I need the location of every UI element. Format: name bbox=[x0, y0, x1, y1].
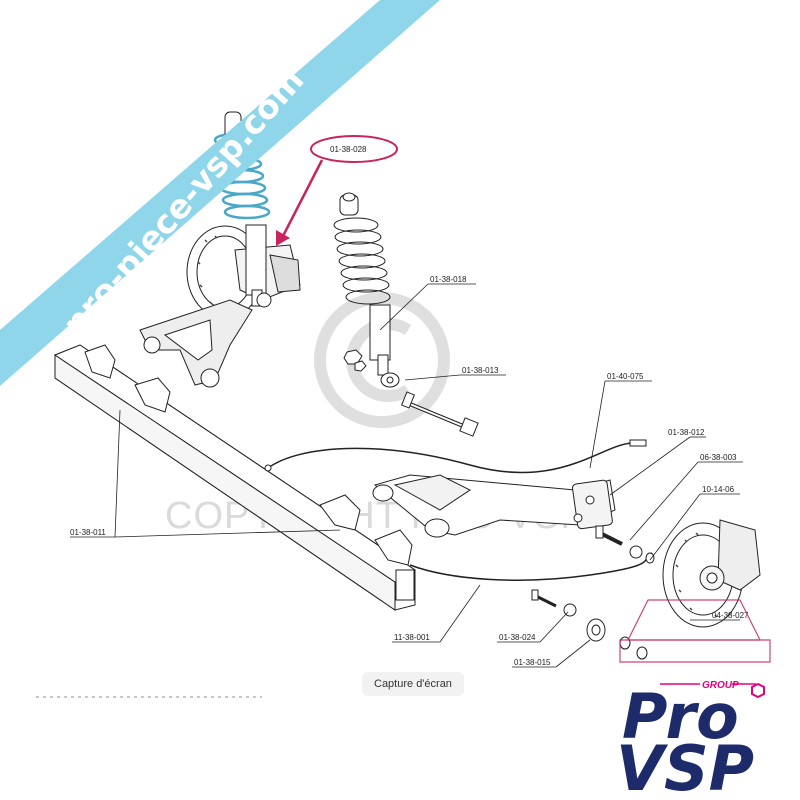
right-brake-hub bbox=[662, 519, 761, 628]
axle-beam bbox=[53, 344, 416, 611]
part-label-01-38-015: 01-38-015 bbox=[514, 658, 551, 667]
part-label-10-14-06: 10-14-06 bbox=[702, 485, 735, 494]
center-shock-absorber bbox=[333, 192, 479, 437]
logo-group-text: GROUP bbox=[702, 680, 739, 691]
logo-vsp-text: VSP bbox=[616, 732, 754, 800]
banner-text: pro-piece-vsp.com bbox=[55, 60, 312, 343]
pro-vsp-logo: GROUP Pro VSP bbox=[616, 599, 771, 800]
part-label-01-38-024: 01-38-024 bbox=[499, 633, 536, 642]
left-shock-assembly bbox=[139, 111, 301, 388]
part-labels: 01-38-028 01-38-018 01-38-013 01-40-075 … bbox=[70, 145, 749, 667]
part-label-01-40-075: 01-40-075 bbox=[607, 372, 644, 381]
trailing-arm bbox=[264, 439, 655, 660]
part-label-01-38-018: 01-38-018 bbox=[430, 275, 467, 284]
part-label-01-38-012: 01-38-012 bbox=[668, 428, 705, 437]
leader-lines bbox=[70, 283, 743, 668]
screenshot-chip[interactable]: Capture d'écran bbox=[362, 672, 464, 696]
part-label-06-38-003: 06-38-003 bbox=[700, 453, 737, 462]
logo-pro-text: Pro bbox=[622, 680, 739, 753]
part-label-01-38-013: 01-38-013 bbox=[462, 366, 499, 375]
part-label-01-38-028: 01-38-028 bbox=[330, 145, 367, 154]
part-label-04-38-027: 04-38-027 bbox=[712, 611, 749, 620]
part-label-11-38-001: 11-38-001 bbox=[394, 633, 430, 642]
highlight-callout bbox=[276, 135, 398, 246]
part-label-01-38-011: 01-38-011 bbox=[70, 528, 106, 537]
